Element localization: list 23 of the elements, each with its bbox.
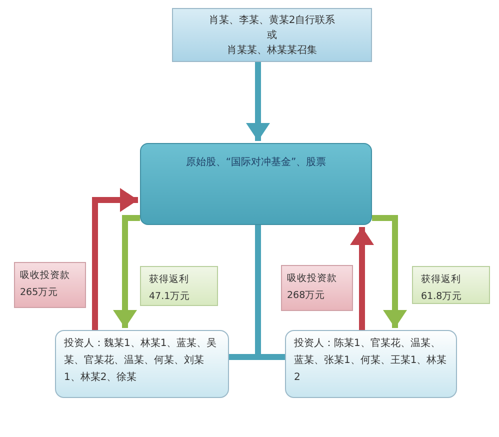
arrow	[350, 227, 374, 330]
box-text: 投资人：陈某1、官某花、温某、蓝某、张某1、何某、王某1、林某2	[294, 336, 448, 385]
amount-box	[281, 265, 353, 311]
amount-box	[140, 266, 218, 306]
amount-box	[14, 262, 86, 308]
box-text: 肖某某、林某某召集	[226, 44, 318, 58]
box-text: 原始股、“国际对冲基金”、股票	[184, 156, 328, 170]
box-text: 投资人：魏某1、林某1、蓝某、吴某、官某花、温某、何某、刘某1、林某2、徐某	[64, 336, 218, 385]
arrow	[246, 62, 270, 141]
box-text: 肖某、李某、黄某2自行联系	[208, 14, 336, 28]
process-box	[172, 8, 372, 62]
arrow	[92, 188, 138, 330]
box-text: 吸收投资款265万元	[20, 269, 71, 300]
box-text: 或	[266, 28, 278, 43]
process-box	[140, 143, 372, 225]
amount-box	[412, 266, 490, 304]
arrow	[113, 215, 140, 328]
arrow	[372, 215, 407, 328]
box-text: 获得返利61.8万元	[421, 273, 464, 304]
box-text: 吸收投资款268万元	[287, 272, 338, 303]
box-text: 获得返利47.1万元	[149, 273, 192, 304]
investor-box	[285, 330, 457, 398]
investor-box	[55, 330, 229, 398]
